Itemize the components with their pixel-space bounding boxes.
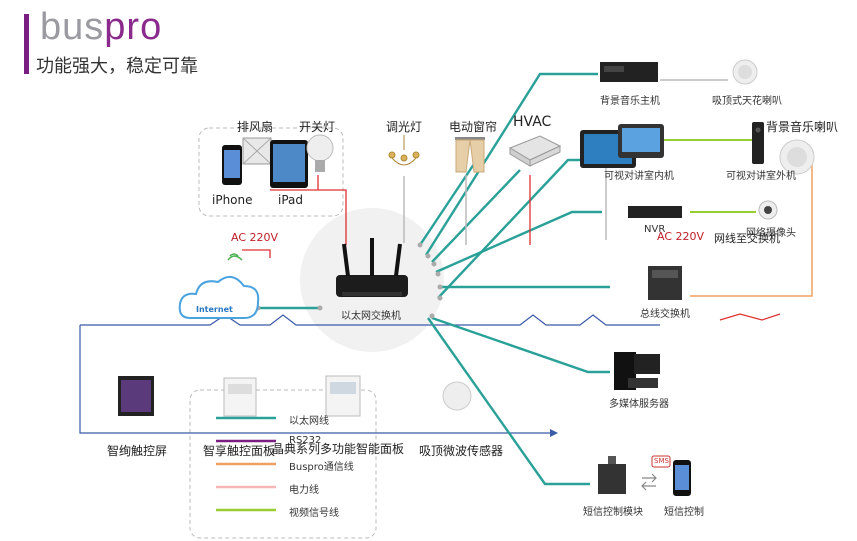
microwave-sensor-label: 吸顶微波传感器 [419,444,504,458]
bus-arrow [550,429,558,437]
media-server-icon [614,352,660,390]
network-camera-label: 网络摄像头 [746,228,796,239]
legend-lines [216,416,276,512]
video-indoor-icon [580,124,664,168]
legend-rs232-label: RS232 [289,435,322,446]
curtain-label: 电动窗帘 [449,120,498,134]
sms-arrows-icon [641,473,657,491]
bg-music-host-label: 背景音乐主机 [600,96,660,107]
tagline: 功能强大，稳定可靠 [36,56,198,77]
mobile-phone-icon [673,460,691,496]
ipad-icon [270,140,308,188]
smart-touch-screen-icon [118,376,154,416]
ethernet-switch-label: 以太网交换机 [341,311,401,322]
sms-module-icon [598,456,626,494]
exhaust-fan-icon [242,137,272,165]
router-icon [336,238,408,297]
internet-cloud-icon [178,275,260,319]
curtain-icon [455,137,485,173]
smart-touch-panel-label: 智享触控面板 [203,444,276,458]
smart-touch-panel-icon [223,377,257,417]
ipad-label: iPad [278,193,304,207]
ethernet-lines [258,72,610,486]
video-outdoor-icon [752,122,764,164]
brand-bar [24,14,29,74]
internet-label: Internet [196,305,233,314]
ac220-right-label: AC 220V [657,230,705,243]
classic-panel-icon [325,375,361,417]
ac220-left-label: AC 220V [231,231,279,244]
power-lines [242,175,781,321]
exhaust-fan-label: 排风扇 [237,120,274,134]
bg-music-speaker-label: 背景音乐喇叭 [766,120,839,134]
media-server-label: 多媒体服务器 [609,399,669,410]
bg-music-speaker-icon [779,139,815,175]
sms-module-label: 短信控制模块 [583,507,643,518]
ceiling-speaker-label: 吸顶式天花喇叭 [712,96,782,107]
bus-switch-label: 总线交换机 [640,309,690,320]
legend-buspro-label: Buspro通信线 [289,462,354,473]
sms-control-label: 短信控制 [664,507,704,518]
brand-logo-part1: bus [40,6,105,48]
video-lines [664,139,756,213]
network-camera-icon [758,200,778,220]
video-indoor-label: 可视对讲室内机 [604,171,674,182]
sms-badge-box [651,455,671,468]
legend-ethernet-label: 以太网线 [289,416,329,427]
hvac-label: HVAC [513,114,552,130]
nvr-label: NVR [644,224,666,235]
classic-panel-label: 晶典系列多功能智能面板 [272,442,405,456]
hvac-icon [508,135,562,167]
dimmer-light-label: 调光灯 [386,120,423,134]
brand-logo-part2: pro [104,6,163,48]
legend-power-label: 电力线 [289,485,319,496]
chandelier-icon [388,135,420,166]
iphone-icon [222,145,242,185]
brand-logo: buspro [40,6,162,49]
gray-lines [403,79,728,245]
bus-line-bottom [79,325,556,434]
smart-touch-screen-label: 智绚触控屏 [107,444,168,458]
bulb-icon [306,134,334,172]
sms-badge: SMS [654,457,669,465]
bus-switch-icon [648,266,682,300]
legend-video-label: 视频信号线 [289,508,339,519]
microwave-sensor-icon [442,381,472,411]
legend-box [189,389,377,539]
network-to-switch-label: 网线至交换机 [714,232,780,245]
switch-light-label: 开关灯 [299,120,336,134]
bg-music-host-icon [600,62,658,82]
ceiling-speaker-icon [732,59,758,85]
iphone-label: iPhone [212,193,253,207]
video-outdoor-label: 可视对讲室外机 [726,171,796,182]
nvr-icon [628,206,682,218]
wifi-icon [227,253,243,261]
